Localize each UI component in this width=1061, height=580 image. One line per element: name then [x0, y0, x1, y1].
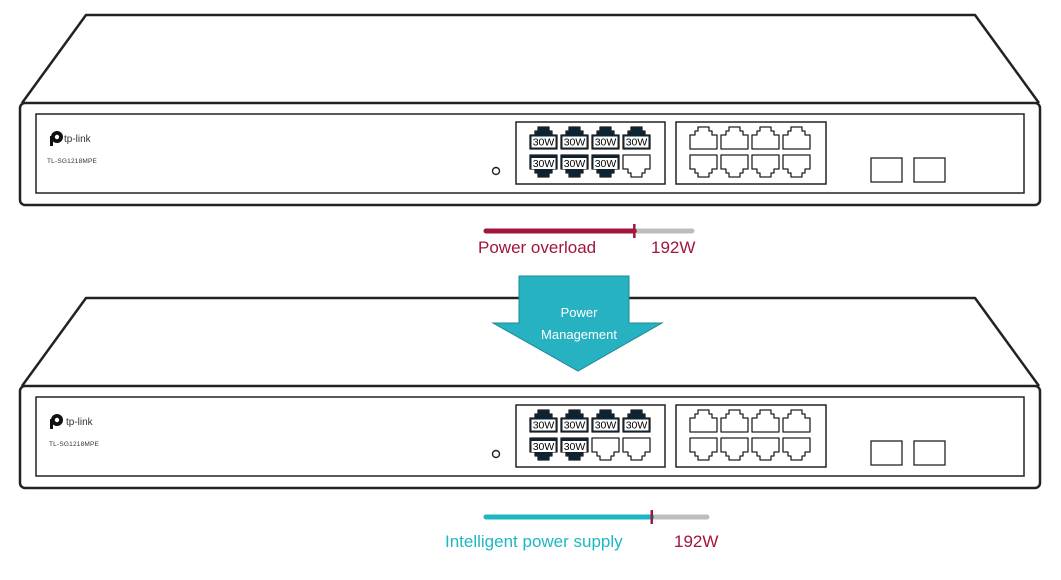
- lan-port: [720, 154, 749, 178]
- poe-port: 30W: [622, 409, 651, 433]
- lan-port: [720, 409, 749, 433]
- sfp-slot: [870, 440, 903, 466]
- poe-port: [622, 154, 651, 178]
- switch-top-body: [18, 101, 1042, 207]
- poe-port-label: 30W: [533, 420, 555, 432]
- poe-port: 30W: [529, 409, 558, 433]
- switch-top-top-panel: [20, 13, 1041, 104]
- poe-port-label: 30W: [595, 158, 617, 170]
- poe-port: 30W: [560, 409, 589, 433]
- poe-port-label: 30W: [595, 137, 617, 149]
- arrow-text: Power Management: [519, 302, 639, 346]
- poe-port: 30W: [591, 126, 620, 150]
- switch-top-front-panel: [35, 113, 1025, 194]
- lan-port: [782, 154, 811, 178]
- poe-port-label: 30W: [626, 420, 648, 432]
- poe-port-label: 30W: [595, 420, 617, 432]
- power-led-icon: [491, 449, 501, 459]
- brand-name-top: tp-link: [64, 134, 91, 145]
- switch-top-poe-block: [515, 121, 666, 185]
- poe-port: 30W: [529, 437, 558, 461]
- sfp-slot: [913, 440, 946, 466]
- lan-port: [751, 126, 780, 150]
- power-led-icon: [491, 166, 501, 176]
- supply-limit-label: 192W: [674, 532, 719, 551]
- lan-port: [689, 409, 718, 433]
- overload-limit-label: 192W: [651, 238, 696, 257]
- switch-bottom-poe-block: [515, 404, 666, 468]
- lan-port: [782, 126, 811, 150]
- poe-port-label: 30W: [564, 158, 586, 170]
- intelligent-supply-label: Intelligent power supply: [445, 532, 623, 551]
- poe-port: [622, 437, 651, 461]
- poe-port-label: 30W: [533, 158, 555, 170]
- poe-port: 30W: [591, 409, 620, 433]
- down-arrow-icon: [491, 275, 664, 372]
- switch-bottom-lan-block: [675, 404, 827, 468]
- poe-port-label: 30W: [533, 441, 555, 453]
- lan-port: [751, 154, 780, 178]
- lan-port: [782, 409, 811, 433]
- poe-port: 30W: [622, 126, 651, 150]
- model-number-bottom: TL-SG1218MPE: [49, 441, 100, 448]
- lan-port: [689, 154, 718, 178]
- lan-port: [720, 437, 749, 461]
- lan-port: [689, 126, 718, 150]
- lan-port: [720, 126, 749, 150]
- switch-bottom-front-panel: [35, 396, 1025, 477]
- arrow-text-line1: Power: [560, 305, 598, 320]
- lan-port: [689, 437, 718, 461]
- poe-port-label: 30W: [564, 441, 586, 453]
- poe-port-label: 30W: [533, 137, 555, 149]
- lan-port: [751, 409, 780, 433]
- poe-port-label: 30W: [626, 137, 648, 149]
- arrow-text-line2: Management: [541, 327, 617, 342]
- model-number-top: TL-SG1218MPE: [47, 158, 98, 165]
- poe-port: 30W: [529, 154, 558, 178]
- brand-name-bottom: tp-link: [66, 417, 93, 428]
- switch-top-lan-block: [675, 121, 827, 185]
- poe-port-label: 30W: [564, 137, 586, 149]
- poe-port: 30W: [529, 126, 558, 150]
- poe-port: 30W: [560, 154, 589, 178]
- tp-link-logo-icon: [50, 131, 63, 146]
- sfp-slot: [913, 157, 946, 183]
- poe-port: 30W: [560, 126, 589, 150]
- lan-port: [782, 437, 811, 461]
- switch-bottom-body: [18, 384, 1042, 490]
- poe-port: [591, 437, 620, 461]
- poe-port: 30W: [591, 154, 620, 178]
- poe-port-label: 30W: [564, 420, 586, 432]
- poe-port: 30W: [560, 437, 589, 461]
- tp-link-logo-icon: [50, 414, 63, 429]
- lan-port: [751, 437, 780, 461]
- overload-label: Power overload: [478, 238, 597, 257]
- sfp-slot: [870, 157, 903, 183]
